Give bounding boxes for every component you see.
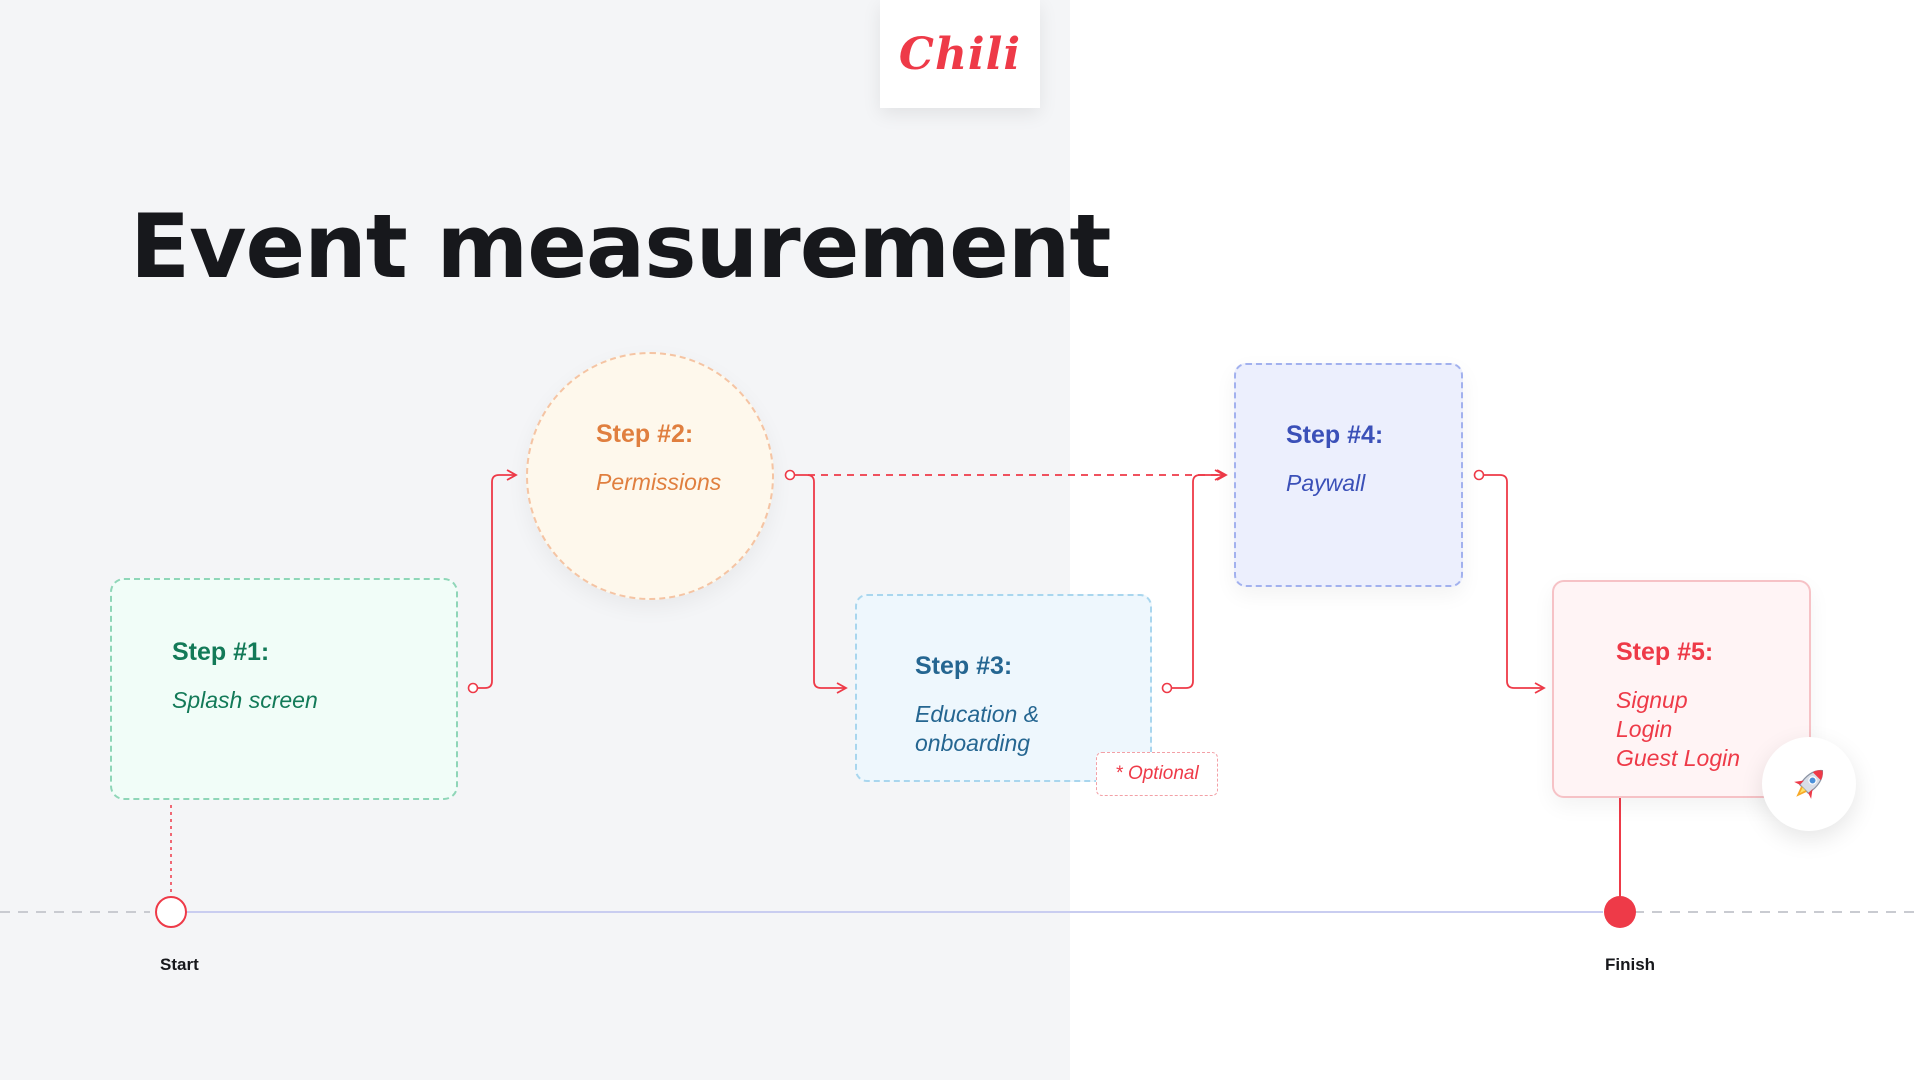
step-1-desc: Splash screen — [172, 687, 318, 713]
step-2-circle: Step #2: Permissions — [526, 352, 774, 600]
step-4-label: Step #4: — [1286, 421, 1384, 449]
optional-tag: * Optional — [1096, 752, 1218, 796]
timeline-start-label: Start — [160, 955, 199, 974]
step-3-card: Step #3: Education & onboarding — [855, 594, 1152, 782]
step-3-label: Step #3: — [915, 652, 1013, 680]
step-1-card: Step #1: Splash screen — [110, 578, 458, 800]
connector-2-3 — [795, 474, 848, 694]
step-4-card: Step #4: Paywall — [1234, 363, 1463, 587]
step-5-card: Step #5: Signup Login Guest Login — [1552, 580, 1811, 798]
logo-text: Chili — [898, 28, 1022, 80]
rocket-icon — [1762, 737, 1856, 831]
step-2-desc: Permissions — [596, 469, 722, 495]
connector-3-4 — [1172, 469, 1228, 689]
logo: Chili — [880, 0, 1040, 108]
step-5-label: Step #5: — [1616, 638, 1714, 666]
start-marker — [155, 896, 187, 928]
connector-1-2 — [478, 469, 518, 689]
page-title: Event measurement — [130, 195, 1111, 298]
step-2-label: Step #2: — [596, 420, 694, 448]
timeline-finish-label: Finish — [1605, 955, 1656, 974]
connector-4-5 — [1484, 474, 1546, 694]
step-5-desc: Signup Login Guest Login — [1616, 687, 1741, 771]
step-3-desc: Education & onboarding — [915, 701, 1040, 756]
step-1-label: Step #1: — [172, 638, 270, 666]
step-4-desc: Paywall — [1286, 470, 1366, 496]
finish-marker — [1604, 896, 1636, 928]
